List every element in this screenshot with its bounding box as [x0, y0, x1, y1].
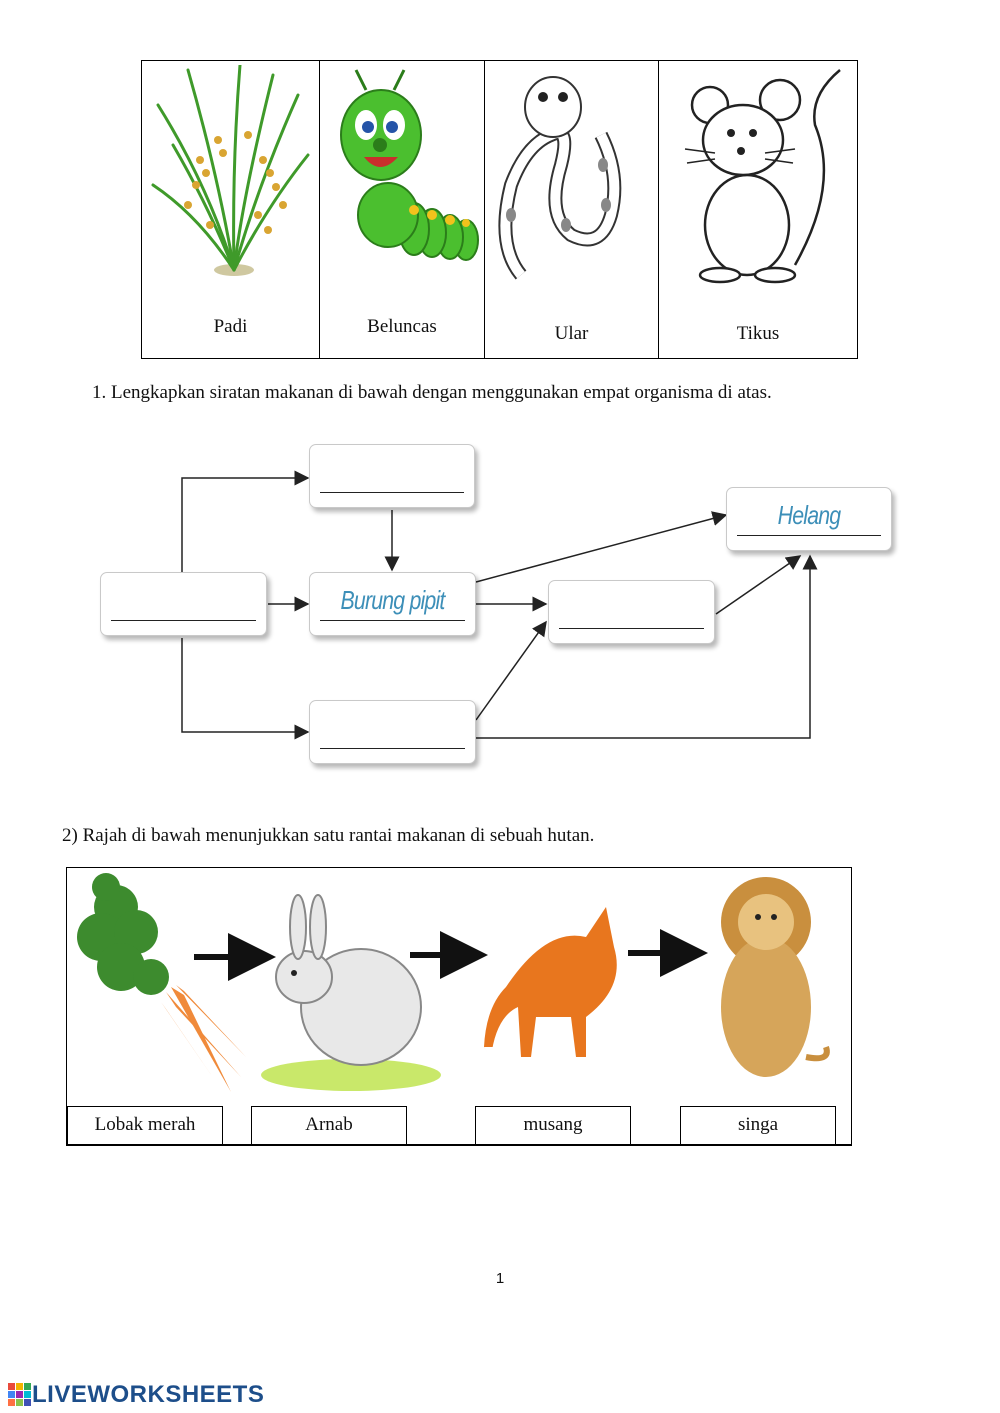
food-web-arrows — [181, 470, 818, 740]
food-web-box-burung-pipit: Burung pipit — [309, 572, 476, 636]
food-chain-label: Arnab — [251, 1106, 407, 1145]
lion-icon — [721, 877, 830, 1077]
food-chain-pictures — [77, 873, 830, 1092]
carrot-icon — [77, 873, 246, 1092]
answer-line — [559, 628, 704, 629]
organism-cell-tikus: Tikus — [659, 61, 857, 358]
answer-line — [737, 535, 881, 536]
answer-line — [320, 492, 464, 493]
answer-line — [111, 620, 256, 621]
page-number: 1 — [495, 1270, 505, 1287]
organism-label: Tikus — [736, 323, 780, 344]
food-web-box-left[interactable] — [100, 572, 267, 636]
food-web-box-helang: Helang — [726, 487, 892, 551]
organism-label: Beluncas — [367, 316, 437, 337]
food-chain-panel — [66, 867, 852, 1146]
logo-blocks-icon — [8, 1383, 31, 1406]
question-1: 1. Lengkapkan siratan makanan di bawah d… — [92, 382, 772, 403]
organism-cell-ular: Ular — [485, 61, 659, 358]
food-chain-label: Lobak merah — [67, 1106, 223, 1145]
food-web-box-bottom[interactable] — [309, 700, 476, 764]
caterpillar-icon — [340, 69, 479, 261]
answer-line — [320, 748, 465, 749]
food-web-box-top[interactable] — [309, 444, 475, 508]
rabbit-icon — [261, 894, 441, 1091]
food-web-box-right[interactable] — [548, 580, 715, 644]
organism-label: Padi — [213, 316, 248, 337]
food-chain-label: singa — [680, 1106, 836, 1145]
answer-line — [320, 620, 465, 621]
mouse-icon — [684, 69, 841, 284]
question-2: 2) Rajah di bawah menunjukkan satu ranta… — [62, 825, 595, 846]
food-web-label: Helang — [777, 500, 841, 530]
organism-label: Ular — [554, 323, 589, 344]
brand-name: LIVEWORKSHEETS — [32, 1381, 265, 1408]
snake-icon — [498, 76, 622, 280]
rice-plant-icon — [151, 65, 310, 276]
fox-icon — [484, 907, 617, 1067]
organism-cell-padi: Padi — [142, 61, 320, 358]
food-chain-label: musang — [475, 1106, 631, 1145]
organism-cell-beluncas: Beluncas — [320, 61, 485, 358]
food-web-label: Burung pipit — [340, 585, 446, 615]
organism-table: Padi Beluncas — [141, 60, 858, 359]
liveworksheets-logo: LIVEWORKSHEETS — [8, 1380, 264, 1410]
